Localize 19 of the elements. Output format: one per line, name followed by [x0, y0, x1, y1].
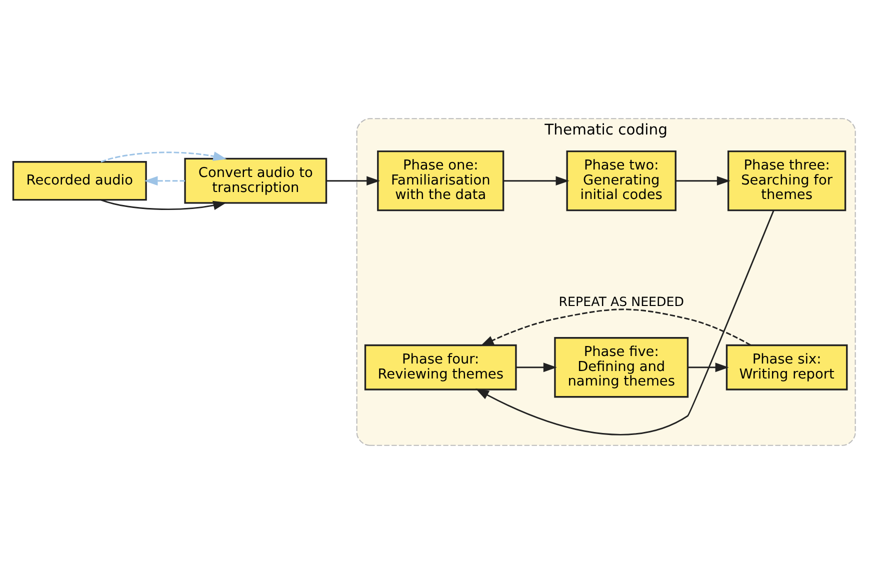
arrow	[144, 176, 184, 186]
node-box: Phase six: Writing report	[725, 344, 848, 390]
edge-label: REPEAT AS NEEDED	[558, 294, 684, 309]
node-box: Recorded audio	[12, 161, 146, 201]
arrow	[503, 176, 569, 186]
node-box: Phase one: Familiarisation with the data	[376, 150, 504, 212]
arrow	[480, 308, 750, 346]
arrow	[516, 362, 556, 372]
node-box: Phase three: Searching for themes	[726, 150, 846, 212]
arrow	[687, 362, 728, 372]
node-box: Convert audio to transcription	[184, 158, 327, 204]
arrow	[326, 176, 380, 186]
node-box: Phase four: Reviewing themes	[364, 344, 516, 390]
arrow	[100, 152, 226, 162]
node-box: Phase two: Generating initial codes	[566, 150, 676, 212]
arrow	[474, 210, 774, 436]
arrow	[675, 176, 730, 186]
node-box: Phase five: Defining and naming themes	[554, 337, 688, 398]
arrow	[100, 199, 226, 210]
